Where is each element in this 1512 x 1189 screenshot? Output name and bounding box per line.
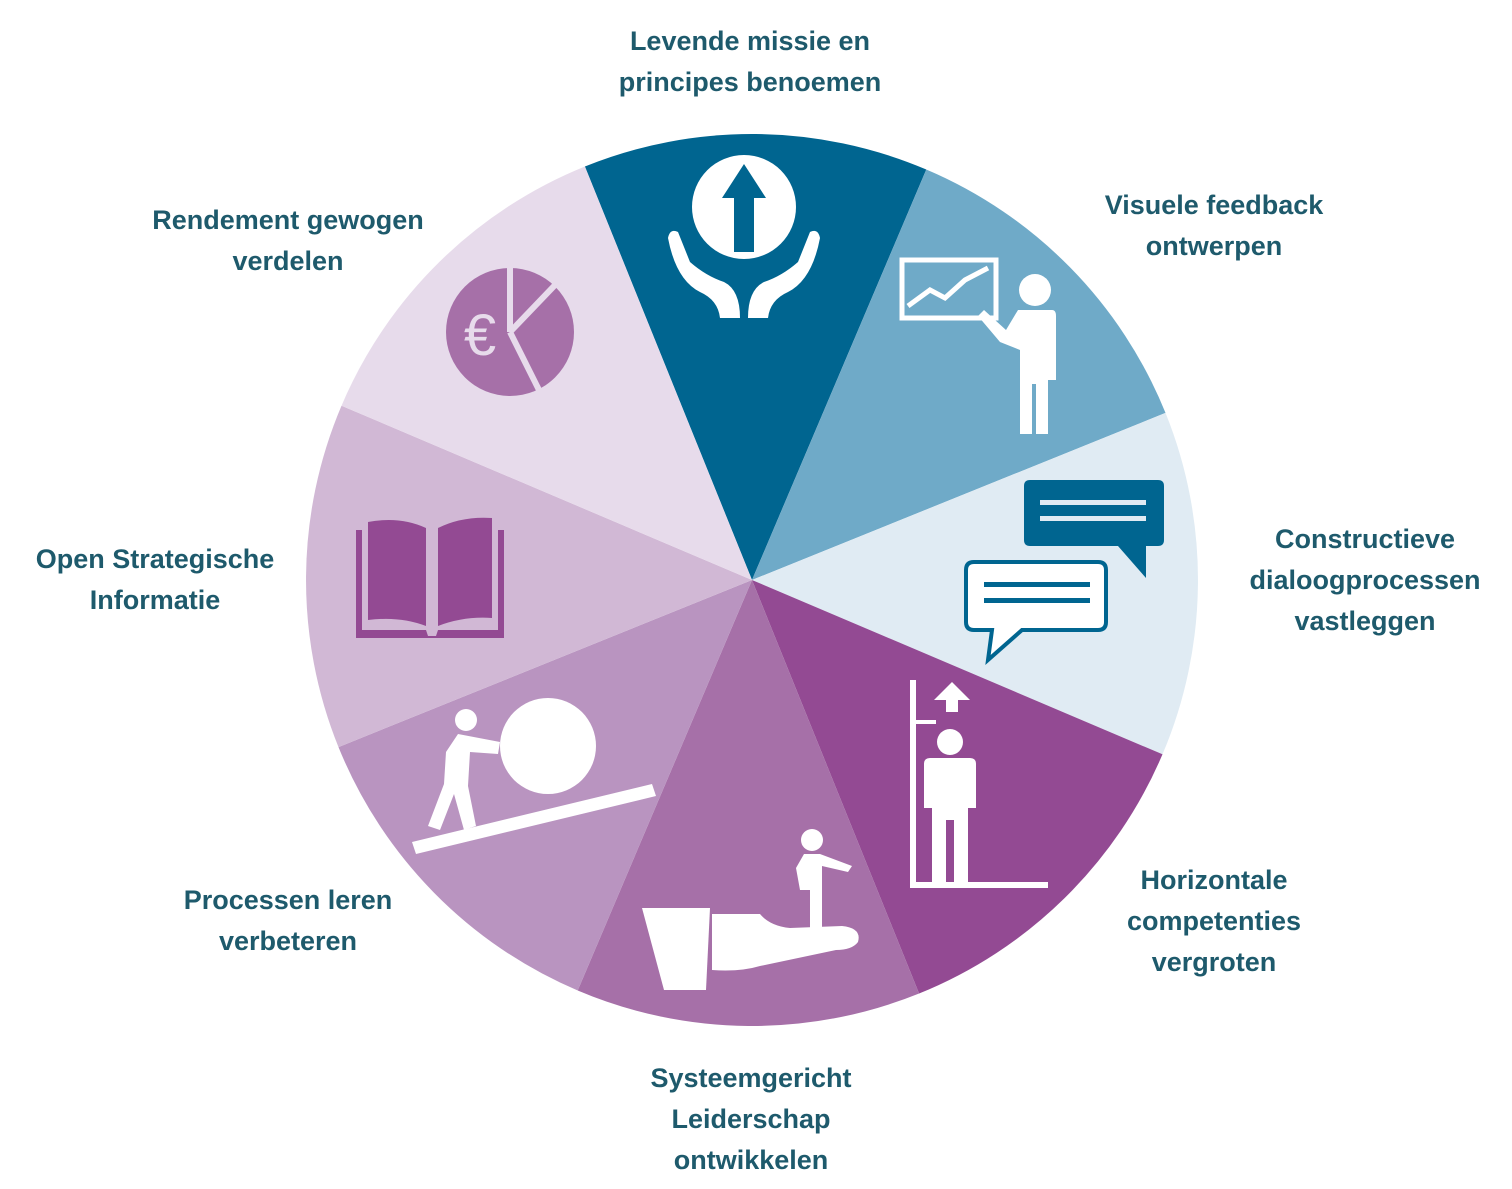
segment-label-rendement: Rendement gewogen verdelen bbox=[152, 205, 424, 276]
person-pushing-ball-icon bbox=[412, 698, 656, 854]
presenter-chart-icon bbox=[899, 257, 1056, 434]
speech-bubbles-icon bbox=[964, 480, 1164, 666]
segment-label-dialoog: Constructieve dialoogprocessen vastlegge… bbox=[1249, 524, 1481, 636]
wheel-segment-feedback bbox=[752, 169, 1166, 580]
segment-label-informatie: Open Strategische Informatie bbox=[35, 544, 275, 615]
segment-label-processen: Processen leren verbeteren bbox=[183, 885, 393, 956]
svg-text:€: € bbox=[464, 303, 496, 368]
person-height-measure-icon bbox=[910, 680, 1048, 888]
person-on-hand-icon bbox=[642, 829, 859, 990]
wheel-segment-informatie bbox=[306, 405, 752, 748]
segment-label-feedback: Visuele feedback ontwerpen bbox=[1104, 190, 1324, 261]
open-book-icon bbox=[356, 517, 504, 638]
segment-label-missie: Levende missie en principes benoemen bbox=[618, 26, 882, 97]
euro-pie-chart-icon: € bbox=[446, 268, 574, 396]
segment-label-leiderschap: Systeemgericht Leiderschap ontwikkelen bbox=[650, 1063, 852, 1175]
segment-label-competenties: Horizontale competenties vergroten bbox=[1126, 865, 1302, 977]
hands-holding-up-arrow-icon bbox=[668, 155, 820, 318]
